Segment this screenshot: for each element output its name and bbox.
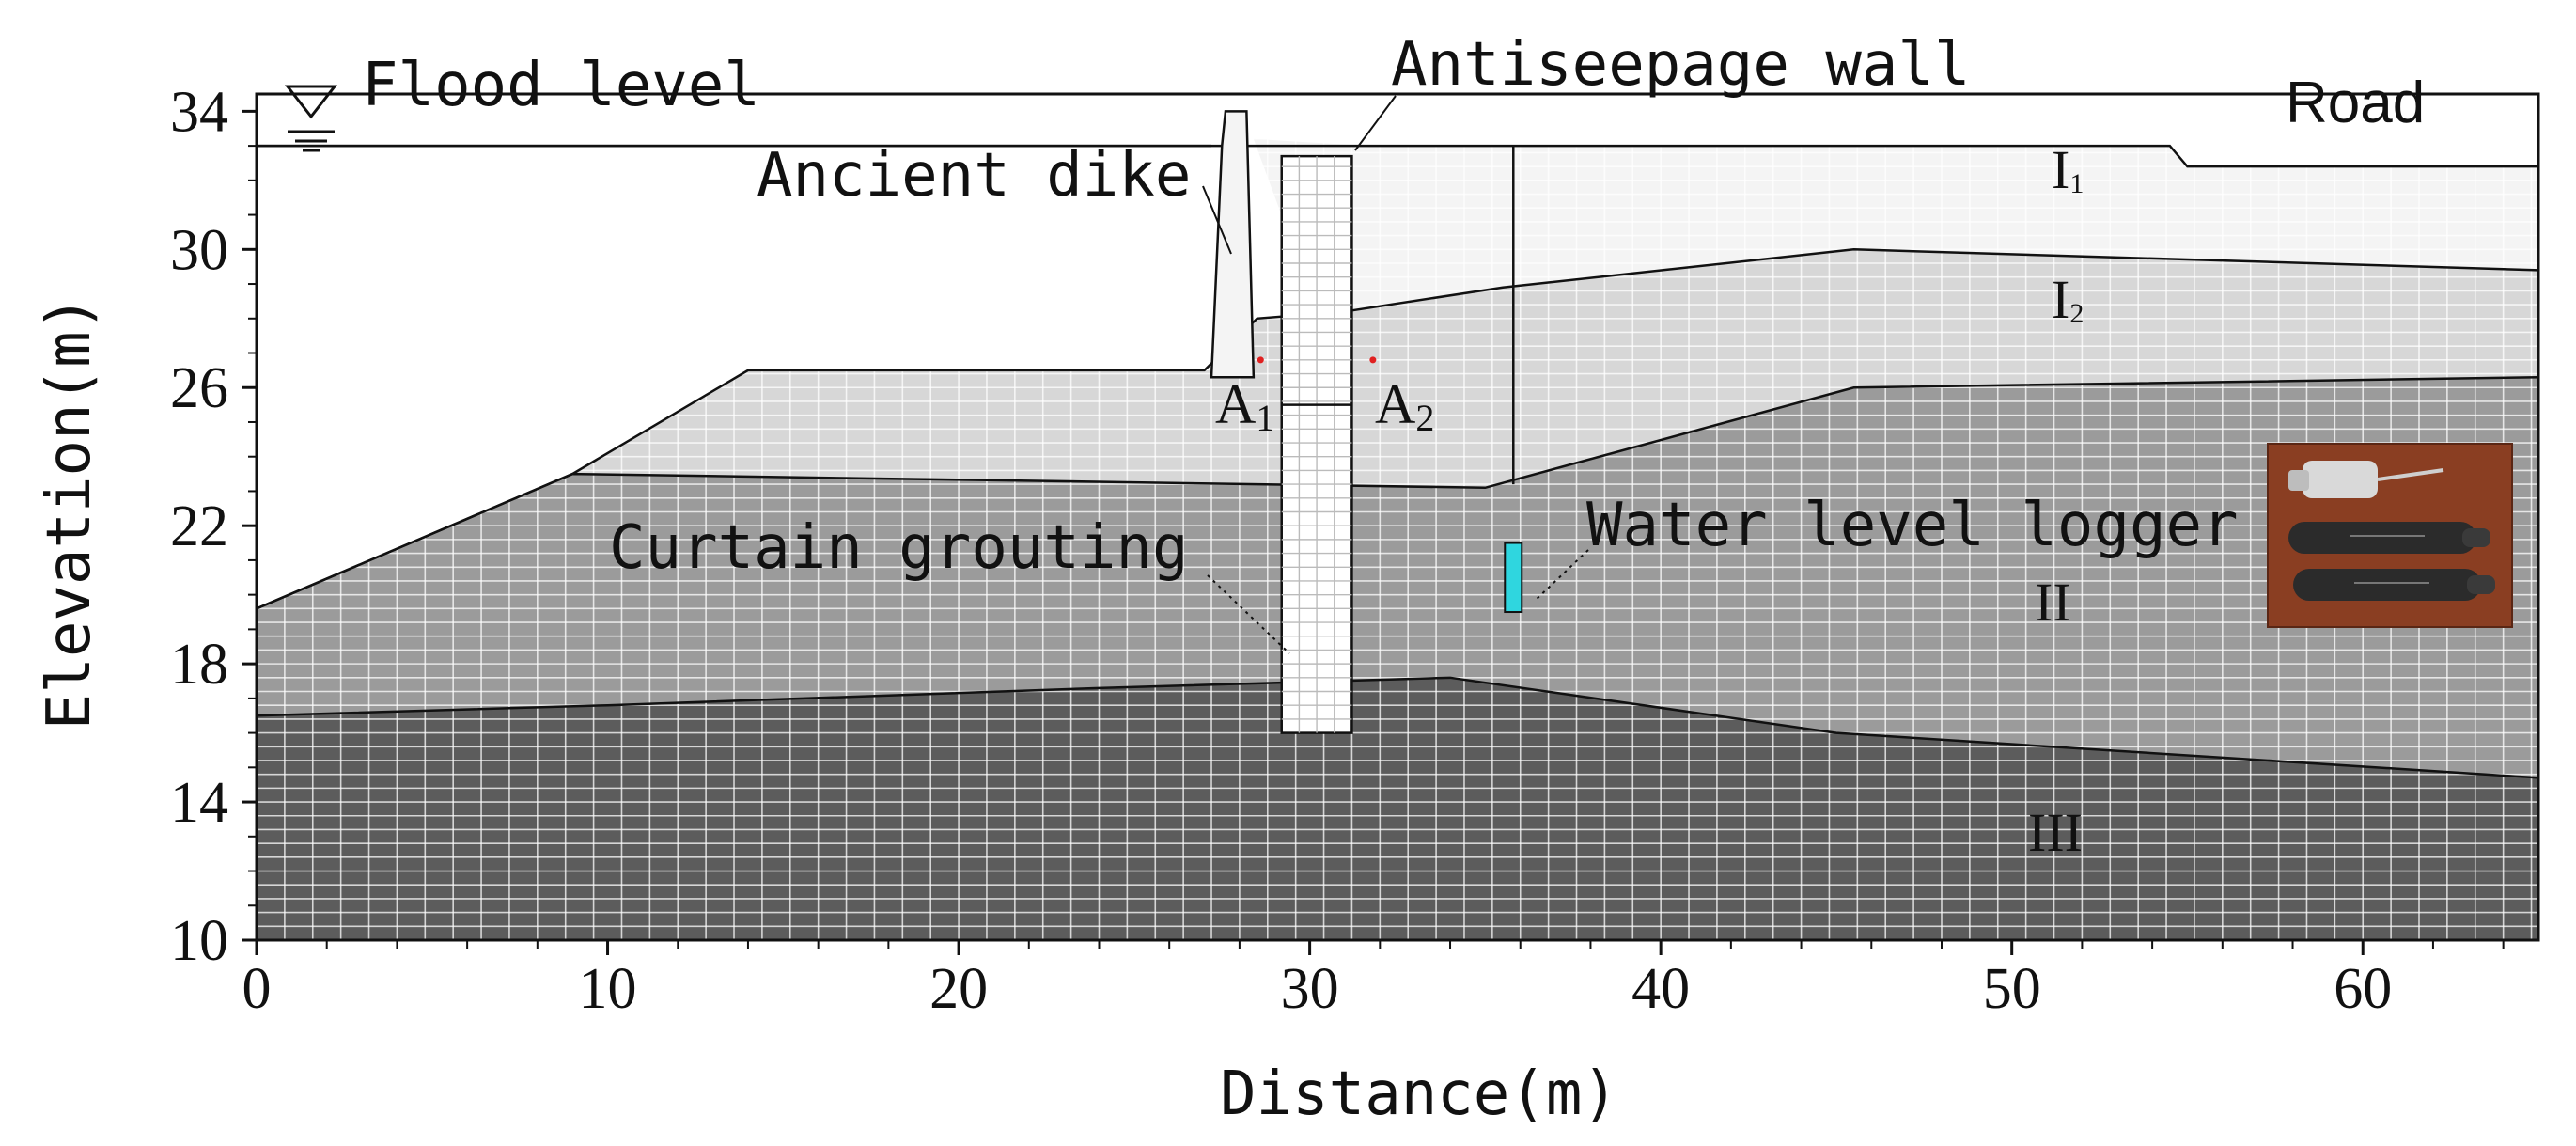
x-tick-label: 40 [1631,957,1690,1021]
plot-area [257,94,2538,940]
curtain-grouting-label: Curtain grouting [609,513,1189,583]
flood-level-label: Flood level [362,51,760,120]
y-tick-label: 30 [170,218,228,282]
zone-label-i1: I1 [2052,139,2084,200]
layer-boundary-1 [256,248,2539,610]
y-tick-labels: 10 14 18 22 26 30 34 [170,80,228,973]
layer-boundary-2 [256,375,2539,610]
y-tick-label: 26 [170,356,228,420]
layer-iii [257,677,2538,940]
monitoring-point-a1 [1257,356,1264,364]
layer-boundaries [256,144,2539,779]
zone-label-i2: I2 [2052,269,2084,330]
point-label-a1: A1 [1215,373,1274,439]
ancient-dike-leader [1202,185,1232,255]
axes-frame [255,92,2540,942]
y-tick-label: 22 [170,495,228,558]
road-label: Road [2286,71,2425,135]
monitoring-point-a2 [1369,356,1377,364]
water-level-icon [284,85,338,152]
antiseepage-wall-label: Antiseepage wall [1391,30,1971,100]
layer-boundary-3 [256,676,2539,779]
x-tick-label: 30 [1281,957,1339,1021]
x-tick-labels: 0 10 20 30 40 50 60 [242,957,2393,1021]
x-axis-title: Distance(m) [1220,1060,1618,1129]
wall-mesh [1281,156,1352,733]
structures [1210,110,1523,734]
x-tick-label: 10 [579,957,637,1021]
x-tick-label: 20 [929,957,988,1021]
ancient-dike-label: Ancient dike [757,141,1191,211]
water-level-logger-label: Water level logger [1586,491,2239,560]
axes [242,92,2540,955]
y-tick-label: 14 [170,771,228,835]
water-level-logger-leader [1533,549,1589,603]
sky-mask [257,94,1212,609]
antiseepage-wall-leader [1354,95,1397,151]
y-tick-label: 18 [170,633,228,697]
water-level-logger-marker [1504,542,1523,614]
x-tick-label: 0 [242,957,272,1021]
y-axis-title: Elevation(m) [35,295,104,730]
ancient-dike [1210,110,1256,379]
x-tick-label: 60 [2334,957,2392,1021]
zone-label-iii: III [2028,802,2083,863]
zone-label-ii: II [2035,572,2071,633]
x-tick-label: 50 [1983,957,2041,1021]
y-tick-label: 10 [170,909,228,973]
y-tick-label: 34 [170,80,228,144]
water-level-logger-photo [2267,443,2513,628]
point-label-a2: A2 [1375,373,1434,439]
layer-boundary-0 [257,144,2538,168]
